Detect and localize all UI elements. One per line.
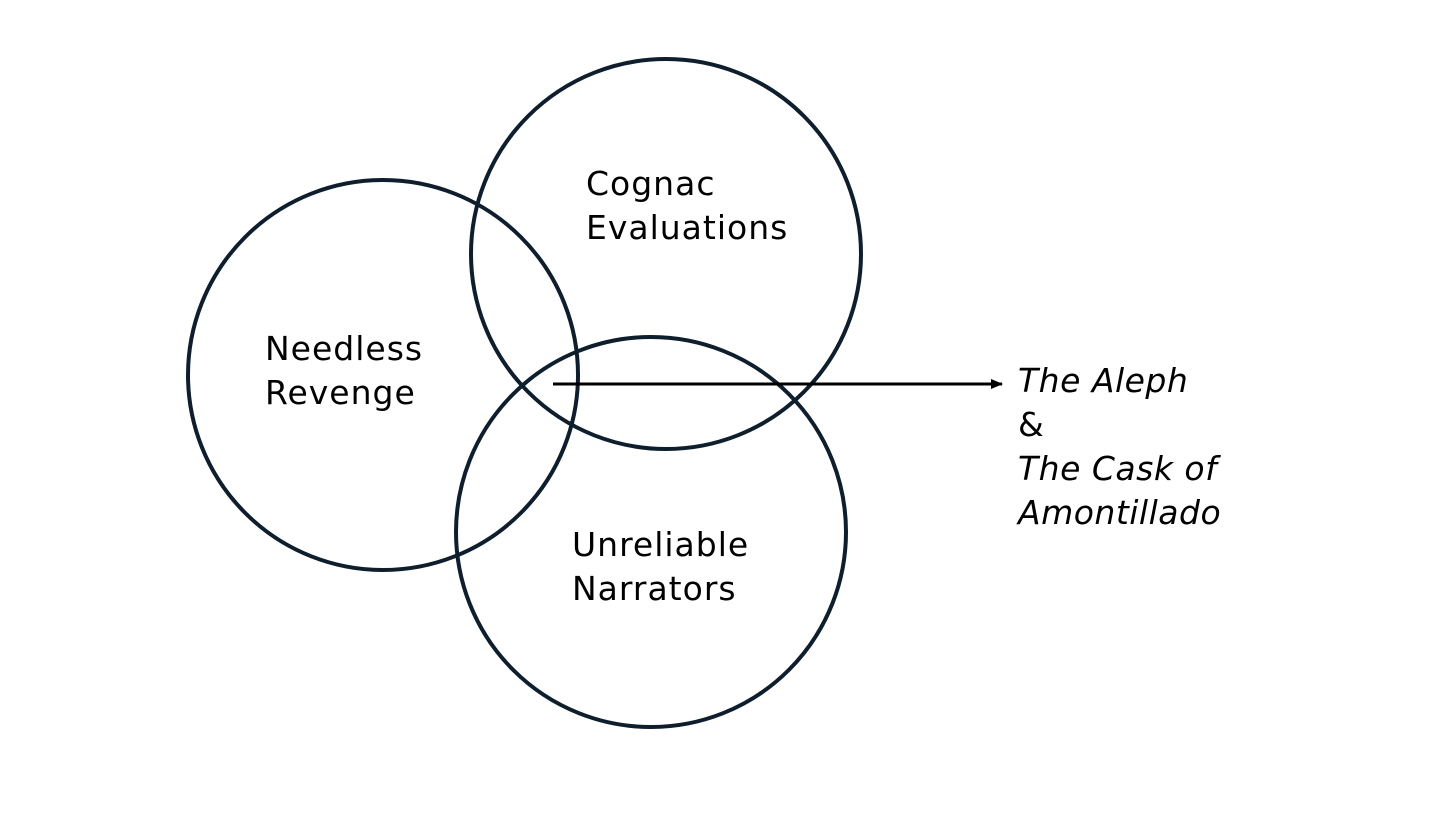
label-cognac-evaluations-line1: Cognac — [586, 164, 715, 203]
circle-needless-revenge — [186, 178, 580, 572]
label-unreliable-narrators-line1: Unreliable — [572, 525, 749, 564]
label-unreliable-narrators-line2: Narrators — [572, 569, 737, 608]
label-needless-revenge-line2: Revenge — [265, 373, 416, 412]
label-unreliable-narrators: Unreliable Narrators — [572, 525, 761, 608]
circle-cognac-evaluations — [469, 57, 863, 451]
result-title-2-line2: Amontillado — [1016, 493, 1221, 532]
circle-unreliable-narrators — [454, 335, 848, 729]
label-cognac-evaluations-line2: Evaluations — [586, 208, 788, 247]
label-needless-revenge: Needless Revenge — [265, 329, 435, 412]
result-title-2-line1: The Cask of — [1018, 449, 1221, 488]
result-ampersand: & — [1018, 405, 1044, 444]
label-needless-revenge-line1: Needless — [265, 329, 423, 368]
label-cognac-evaluations: Cognac Evaluations — [586, 164, 788, 247]
result-text: The Aleph & The Cask of Amontillado — [1016, 361, 1222, 532]
result-title-1: The Aleph — [1018, 361, 1188, 400]
